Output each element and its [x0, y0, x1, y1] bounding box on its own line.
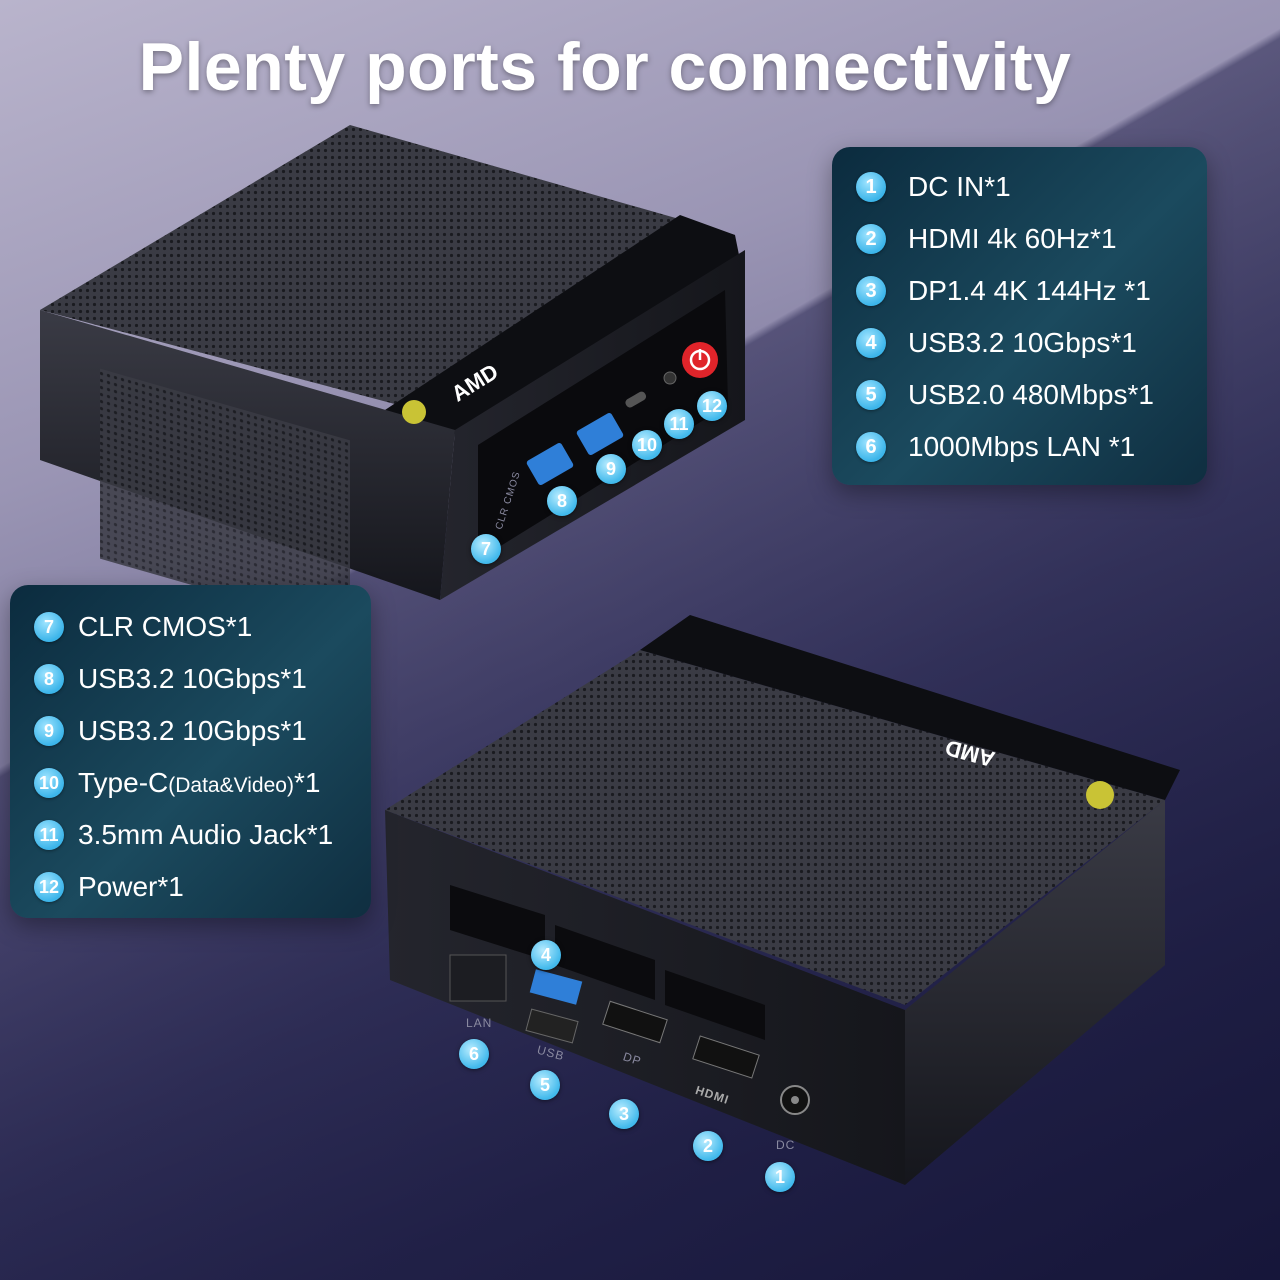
spec-text: USB3.2 10Gbps*1	[78, 715, 307, 746]
bottom-usb2-port	[525, 1008, 579, 1044]
spec-text: 1000Mbps LAN *1	[908, 431, 1136, 462]
spec-text: USB3.2 10Gbps*1	[78, 663, 307, 694]
callout-7: 7	[471, 534, 501, 564]
top-logo-icon	[402, 400, 426, 424]
headline: Plenty ports for connectivity	[138, 29, 1072, 105]
spec-text: 3.5mm Audio Jack*1	[78, 819, 334, 850]
bottom-vent-1	[450, 885, 545, 960]
callout-9: 9	[596, 454, 626, 484]
spec-number-badge: 8	[34, 664, 64, 694]
callout-4: 4	[531, 940, 561, 970]
callout-5: 5	[530, 1070, 560, 1100]
spec-row: 7 CLR CMOS*1	[34, 611, 252, 643]
spec-number-badge: 7	[34, 612, 64, 642]
bottom-vent-2	[555, 925, 655, 1000]
bottom-usb3-port	[529, 969, 583, 1005]
spec-number-badge: 4	[856, 328, 886, 358]
top-device	[40, 125, 745, 631]
spec-number-badge: 12	[34, 872, 64, 902]
top-audio-jack	[663, 371, 677, 385]
top-usb-port-9	[576, 412, 624, 456]
spec-number-badge: 1	[856, 172, 886, 202]
bottom-hdmi-port	[692, 1035, 760, 1079]
spec-row: 11 3.5mm Audio Jack*1	[34, 819, 333, 851]
bottom-vent-3	[665, 970, 765, 1040]
spec-text-small: (Data&Video)	[168, 774, 294, 797]
lan-label: LAN	[466, 1016, 493, 1030]
dc-label: DC	[776, 1138, 796, 1152]
spec-row: 4 USB3.2 10Gbps*1	[856, 327, 1137, 359]
callout-3: 3	[609, 1099, 639, 1129]
spec-text: USB2.0 480Mbps*1	[908, 379, 1154, 410]
spec-number-badge: 5	[856, 380, 886, 410]
bottom-device-front-face	[385, 810, 905, 1185]
bottom-device-top-face	[385, 650, 1165, 1005]
callout-1: 1	[765, 1162, 795, 1192]
spec-number-badge: 3	[856, 276, 886, 306]
bottom-dp-port	[602, 1000, 668, 1044]
top-usb-port-8	[526, 442, 574, 486]
spec-text: HDMI 4k 60Hz*1	[908, 223, 1117, 254]
spec-panel-front-ports: 7 CLR CMOS*1 8 USB3.2 10Gbps*1 9 USB3.2 …	[10, 585, 371, 918]
spec-number-badge: 9	[34, 716, 64, 746]
spec-number-badge: 2	[856, 224, 886, 254]
callout-12: 12	[697, 391, 727, 421]
spec-row: 9 USB3.2 10Gbps*1	[34, 715, 307, 747]
spec-row: 8 USB3.2 10Gbps*1	[34, 663, 307, 695]
callout-11: 11	[664, 409, 694, 439]
bottom-device	[385, 615, 1180, 1185]
spec-text: Power*1	[78, 871, 184, 902]
bottom-lan-port	[449, 954, 507, 1002]
bottom-device-right-side	[905, 800, 1165, 1185]
spec-row: 2 HDMI 4k 60Hz*1	[856, 223, 1117, 255]
callout-10: 10	[632, 430, 662, 460]
spec-row: 3 DP1.4 4K 144Hz *1	[856, 275, 1151, 307]
top-device-left-vent	[100, 368, 350, 631]
spec-row: 6 1000Mbps LAN *1	[856, 431, 1135, 463]
spec-text: USB3.2 10Gbps*1	[908, 327, 1137, 358]
top-device-glossy-strip	[385, 215, 740, 440]
spec-panel-rear-ports: 1 DC IN*1 2 HDMI 4k 60Hz*1 3 DP1.4 4K 14…	[832, 147, 1207, 485]
spec-text-main: Type-C	[78, 767, 169, 798]
spec-row: 1 DC IN*1	[856, 171, 1011, 203]
spec-row: 5 USB2.0 480Mbps*1	[856, 379, 1154, 411]
top-typec-port	[625, 391, 647, 408]
spec-number-badge: 11	[34, 820, 64, 850]
spec-text: DC IN*1	[908, 171, 1011, 202]
spec-row: 12 Power*1	[34, 871, 184, 903]
bottom-logo-icon	[1086, 781, 1114, 809]
spec-number-badge: 10	[34, 768, 64, 798]
bottom-device-glossy-strip	[640, 615, 1180, 800]
callout-2: 2	[693, 1131, 723, 1161]
spec-text: DP1.4 4K 144Hz *1	[908, 275, 1151, 306]
spec-text: CLR CMOS*1	[78, 611, 253, 642]
callout-6: 6	[459, 1039, 489, 1069]
spec-number-badge: 6	[856, 432, 886, 462]
spec-text: Type-C(Data&Video)*1	[78, 767, 320, 799]
spec-text-tail: *1	[293, 767, 321, 798]
spec-row: 10 Type-C(Data&Video)*1	[34, 767, 320, 799]
callout-8: 8	[547, 486, 577, 516]
